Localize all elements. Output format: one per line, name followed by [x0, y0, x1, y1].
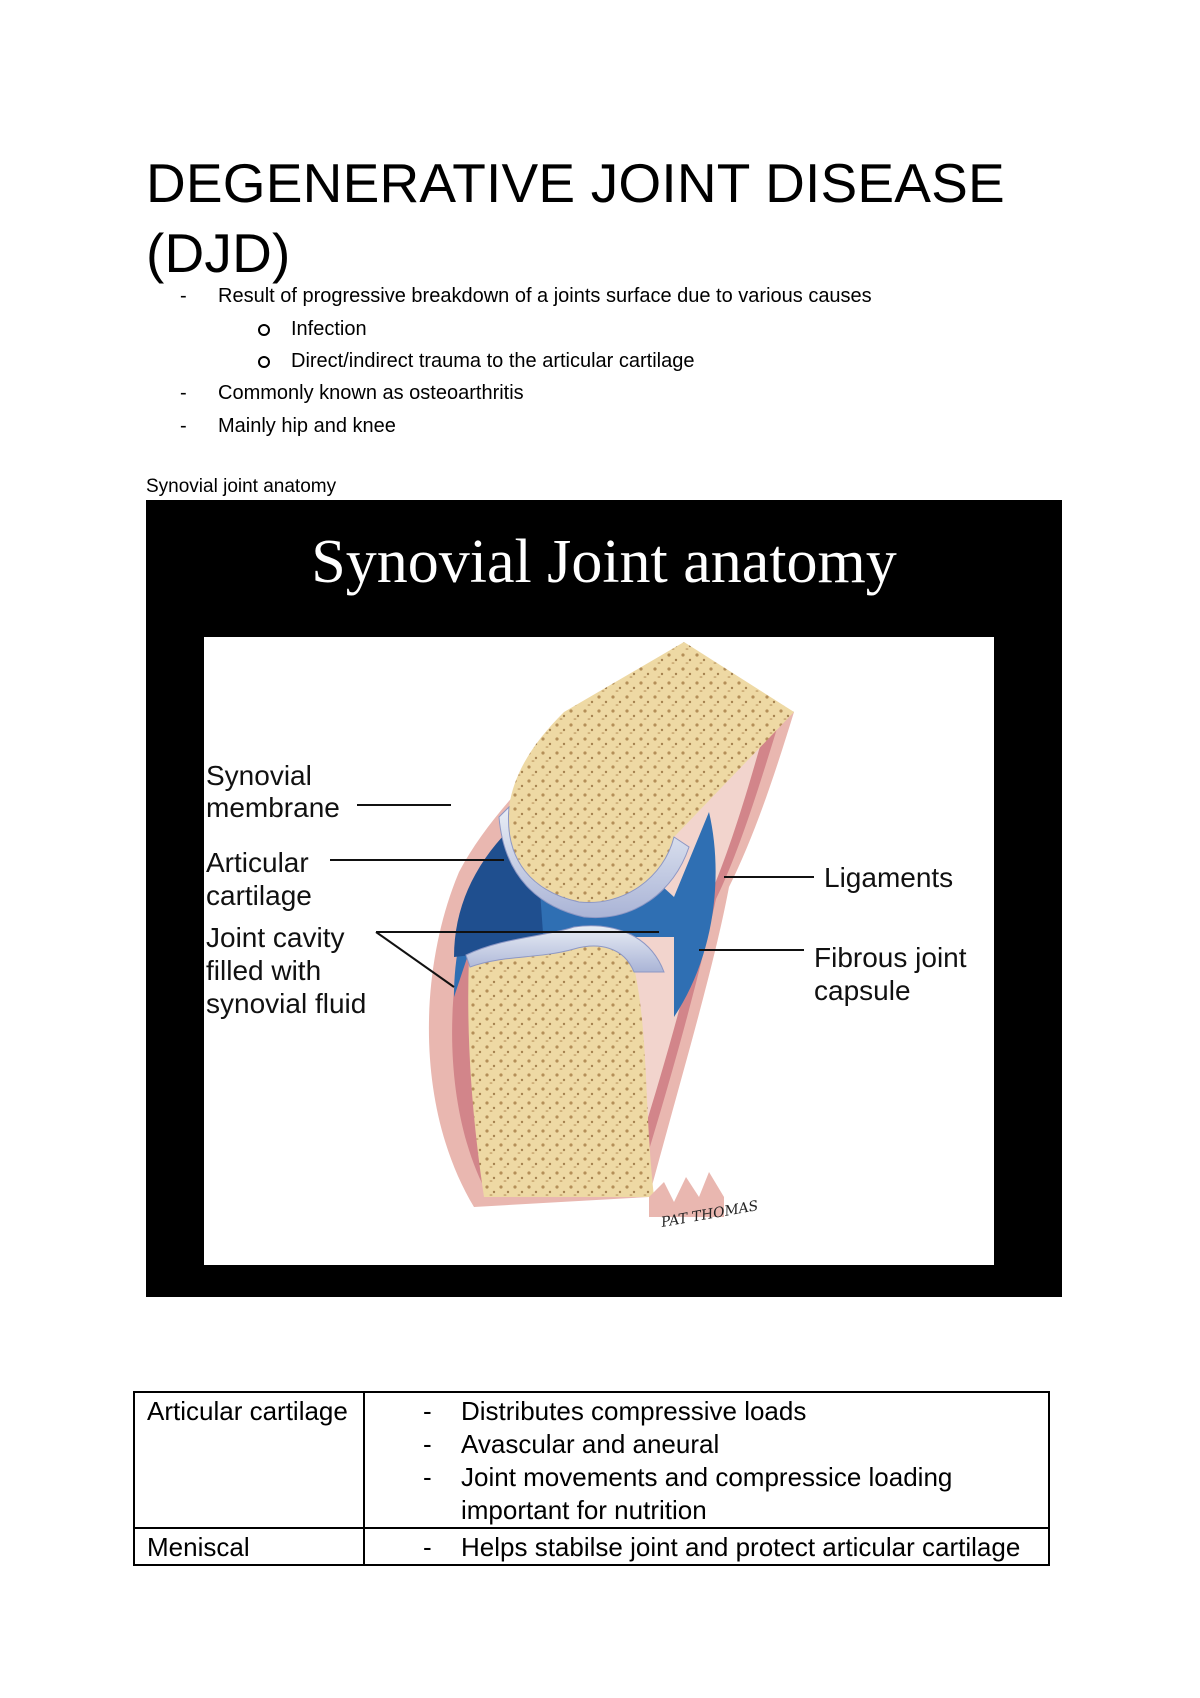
label-cavity-line3: synovial fluid	[206, 988, 366, 1019]
label-synovial-line2: membrane	[206, 792, 340, 823]
label-cavity-line1: Joint cavity	[206, 922, 345, 953]
point-text: Distributes compressive loads	[461, 1396, 807, 1426]
table-term-cell: Articular cartilage	[133, 1391, 365, 1529]
figure-caption: Synovial joint anatomy	[146, 476, 337, 497]
table-points-cell: -Helps stabilse joint and protect articu…	[363, 1527, 1050, 1566]
upper-bone	[508, 642, 794, 903]
table-term-cell: Meniscal	[133, 1527, 365, 1566]
label-synovial-line1: Synovial	[206, 760, 312, 791]
dash-bullet-icon: -	[180, 285, 187, 307]
figure-title: Synovial Joint anatomy	[311, 528, 897, 596]
label-ligaments: Ligaments	[824, 862, 953, 893]
dash-bullet-icon: -	[180, 382, 187, 404]
leader-line	[375, 931, 455, 988]
point-text: Helps stabilse joint and protect articul…	[461, 1532, 1021, 1562]
dash-bullet-icon: -	[180, 415, 187, 437]
label-cavity-line2: filled with	[206, 955, 321, 986]
anatomy-figure: Synovial Joint anatomy	[146, 500, 1062, 1297]
list-item: -Helps stabilse joint and protect articu…	[423, 1532, 1021, 1562]
list-item: -Joint movements and compressice loading…	[423, 1462, 953, 1525]
info-table: Articular cartilage -Distributes compres…	[133, 1391, 1050, 1566]
synovial-joint-illustration: Synovial membrane Articular cartilage Jo…	[206, 642, 967, 1231]
label-fibrous-line2: capsule	[814, 975, 911, 1006]
bullet-text: Mainly hip and knee	[218, 415, 396, 437]
list-item: -Distributes compressive loads	[423, 1396, 807, 1426]
label-articular-line1: Articular	[206, 847, 309, 878]
label-articular-line2: cartilage	[206, 880, 312, 911]
point-text: Avascular and aneural	[461, 1429, 720, 1459]
label-fibrous-line1: Fibrous joint	[814, 942, 967, 973]
articular-cartilage-upper	[498, 805, 690, 919]
articular-cartilage-lower	[465, 925, 665, 973]
table-row: Meniscal -Helps stabilse joint and prote…	[133, 1527, 1050, 1566]
sub-bullet-text: Infection	[291, 318, 367, 340]
circle-bullet-icon	[258, 356, 270, 368]
bullet-text: Result of progressive breakdown of a joi…	[218, 285, 872, 307]
lower-bone	[468, 942, 654, 1197]
figure-panel: Synovial membrane Articular cartilage Jo…	[204, 637, 994, 1265]
table-row: Articular cartilage -Distributes compres…	[133, 1391, 1050, 1529]
page-title: DEGENERATIVE JOINT DISEASE (DJD)	[146, 152, 1005, 284]
sub-bullet-text: Direct/indirect trauma to the articular …	[291, 350, 695, 372]
list-item: -Avascular and aneural	[423, 1429, 720, 1459]
point-text: Joint movements and compressice loading …	[461, 1462, 953, 1525]
bullet-text: Commonly known as osteoarthritis	[218, 382, 524, 404]
table-points-cell: -Distributes compressive loads -Avascula…	[363, 1391, 1050, 1529]
capsule-edge	[649, 1172, 724, 1217]
circle-bullet-icon	[258, 324, 270, 336]
